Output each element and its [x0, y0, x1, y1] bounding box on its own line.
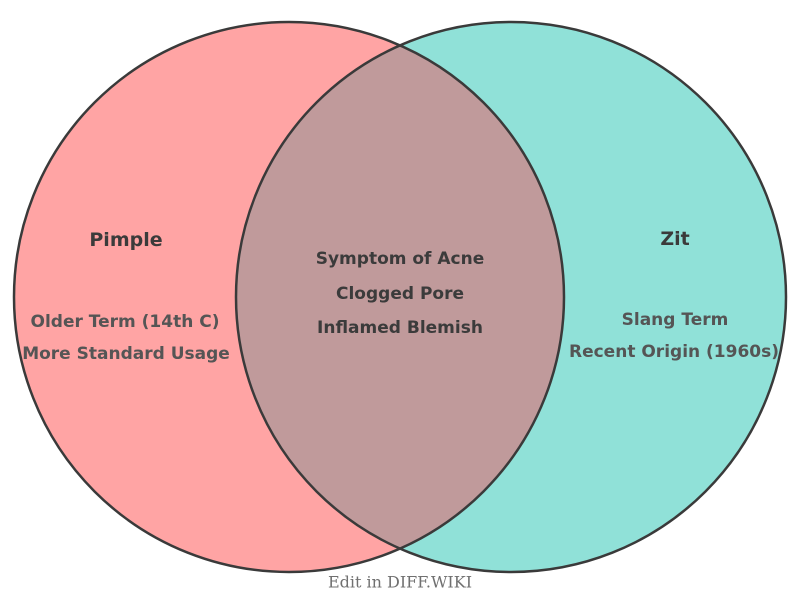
right-set-title: Zit [660, 228, 689, 250]
overlap-item: Symptom of Acne [316, 249, 485, 269]
overlap-region [236, 45, 564, 549]
left-set-title: Pimple [89, 229, 162, 251]
overlap-item: Inflamed Blemish [317, 318, 483, 338]
footer-caption: Edit in DIFF.WIKI [328, 573, 472, 592]
right-set-circle-outline [234, 20, 788, 574]
right-set-item: Recent Origin (1960s) [569, 342, 779, 362]
overlap-item: Clogged Pore [336, 284, 464, 304]
left-set-circle-outline [12, 20, 566, 574]
right-set-item: Slang Term [622, 310, 729, 330]
left-set-item: More Standard Usage [22, 344, 230, 364]
left-set-item: Older Term (14th C) [31, 312, 220, 332]
